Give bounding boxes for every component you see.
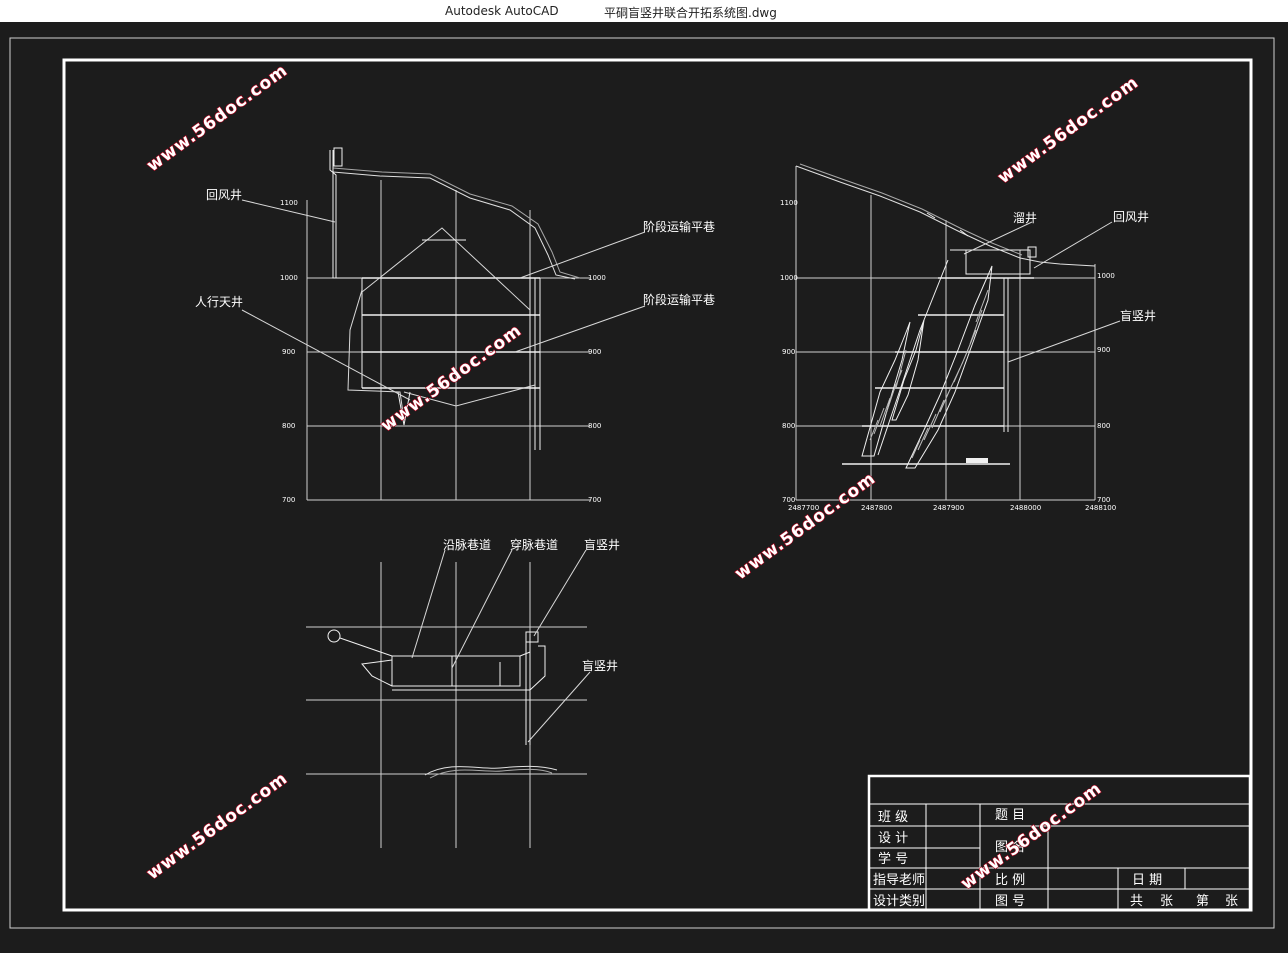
label-jieduan-1: 阶段运输平巷 — [643, 219, 715, 234]
x-tick-3: 2487900 — [933, 504, 964, 512]
plan-view — [306, 549, 591, 848]
label-chuanmai: 穿脉巷道 — [510, 537, 558, 552]
title-block — [867, 774, 1252, 912]
tb-sheet-1: 张 — [1160, 894, 1173, 909]
left-elevations: 1100 1000 900 800 700 1000 900 800 700 — [280, 199, 606, 504]
label-renxing: 人行天井 — [195, 295, 243, 309]
outer-frame — [9, 37, 1275, 929]
elev-700: 700 — [282, 496, 295, 504]
label-mangshu-plan-1: 盲竖井 — [584, 537, 620, 552]
r-elev-r-900: 900 — [1097, 346, 1110, 354]
left-section — [241, 147, 646, 501]
file-title: 平硐盲竖井联合开拓系统图.dwg — [604, 6, 777, 20]
r-elev-700: 700 — [782, 496, 795, 504]
title-block-text: 班 级 设 计 学 号 指导老师 设计类别 题 目 图 名 比 例 图 号 日 … — [873, 808, 1238, 909]
elev-r-700: 700 — [588, 496, 601, 504]
watermark-1: www.56doc.com — [143, 61, 291, 177]
label-mangshu-plan-2: 盲竖井 — [582, 658, 618, 673]
tb-student-no: 学 号 — [878, 851, 908, 867]
watermark-3: www.56doc.com — [377, 321, 525, 437]
tb-design-type: 设计类别 — [873, 894, 925, 909]
inner-frame — [62, 58, 1253, 912]
drawing-canvas[interactable]: 回风井 人行天井 阶段运输平巷 阶段运输平巷 1100 1000 900 800… — [0, 22, 1288, 953]
r-elev-800: 800 — [782, 422, 795, 430]
right-section — [795, 163, 1121, 501]
label-jieduan-2: 阶段运输平巷 — [643, 292, 715, 307]
r-elev-1000: 1000 — [780, 274, 798, 282]
watermark-5: www.56doc.com — [143, 769, 291, 885]
plan-view-text: 沿脉巷道 穿脉巷道 盲竖井 盲竖井 — [443, 537, 620, 673]
watermark-6: www.56doc.com — [957, 779, 1105, 895]
watermarks: www.56doc.com www.56doc.com www.56doc.co… — [143, 60, 1144, 895]
r-elev-r-1000: 1000 — [1097, 272, 1115, 280]
elev-r-1000: 1000 — [588, 274, 606, 282]
right-section-text: 溜井 回风井 盲竖井 — [1013, 210, 1156, 323]
elev-r-900: 900 — [588, 348, 601, 356]
r-elev-1100: 1100 — [780, 199, 798, 207]
tb-drawing-name: 图 名 — [995, 839, 1025, 855]
tb-nth: 第 — [1196, 894, 1209, 909]
r-elev-r-800: 800 — [1097, 422, 1110, 430]
app-title: Autodesk AutoCAD — [445, 4, 559, 18]
x-tick-1: 2487700 — [788, 504, 819, 512]
tb-total: 共 — [1130, 894, 1143, 909]
tb-topic: 题 目 — [995, 808, 1025, 823]
elev-900: 900 — [282, 348, 295, 356]
tb-class: 班 级 — [878, 810, 908, 825]
elev-1000: 1000 — [280, 274, 298, 282]
tb-design: 设 计 — [878, 831, 908, 846]
elev-1100: 1100 — [280, 199, 298, 207]
tb-drawing-no: 图 号 — [995, 894, 1025, 909]
x-tick-4: 2488000 — [1010, 504, 1041, 512]
x-tick-5: 2488100 — [1085, 504, 1116, 512]
x-tick-2: 2487800 — [861, 504, 892, 512]
r-elev-r-700: 700 — [1097, 496, 1110, 504]
label-mangshu-right: 盲竖井 — [1120, 308, 1156, 323]
label-yanmai: 沿脉巷道 — [443, 537, 491, 552]
watermark-2: www.56doc.com — [994, 73, 1142, 189]
tb-advisor: 指导老师 — [873, 873, 925, 888]
elev-r-800: 800 — [588, 422, 601, 430]
r-elev-900: 900 — [782, 348, 795, 356]
left-section-text: 回风井 人行天井 阶段运输平巷 阶段运输平巷 — [195, 188, 715, 309]
title-bar: Autodesk AutoCAD 平硐盲竖井联合开拓系统图.dwg — [0, 0, 1288, 22]
right-elevations: 1100 1000 900 800 700 1000 900 800 700 2… — [780, 199, 1116, 512]
watermark-4: www.56doc.com — [731, 469, 879, 585]
label-huifeng-right: 回风井 — [1113, 210, 1149, 224]
tb-date: 日 期 — [1132, 873, 1162, 888]
label-huifeng-left: 回风井 — [206, 188, 242, 202]
tb-sheet-2: 张 — [1225, 894, 1238, 909]
elev-800: 800 — [282, 422, 295, 430]
label-liujing: 溜井 — [1013, 210, 1037, 225]
tb-scale: 比 例 — [995, 873, 1025, 888]
